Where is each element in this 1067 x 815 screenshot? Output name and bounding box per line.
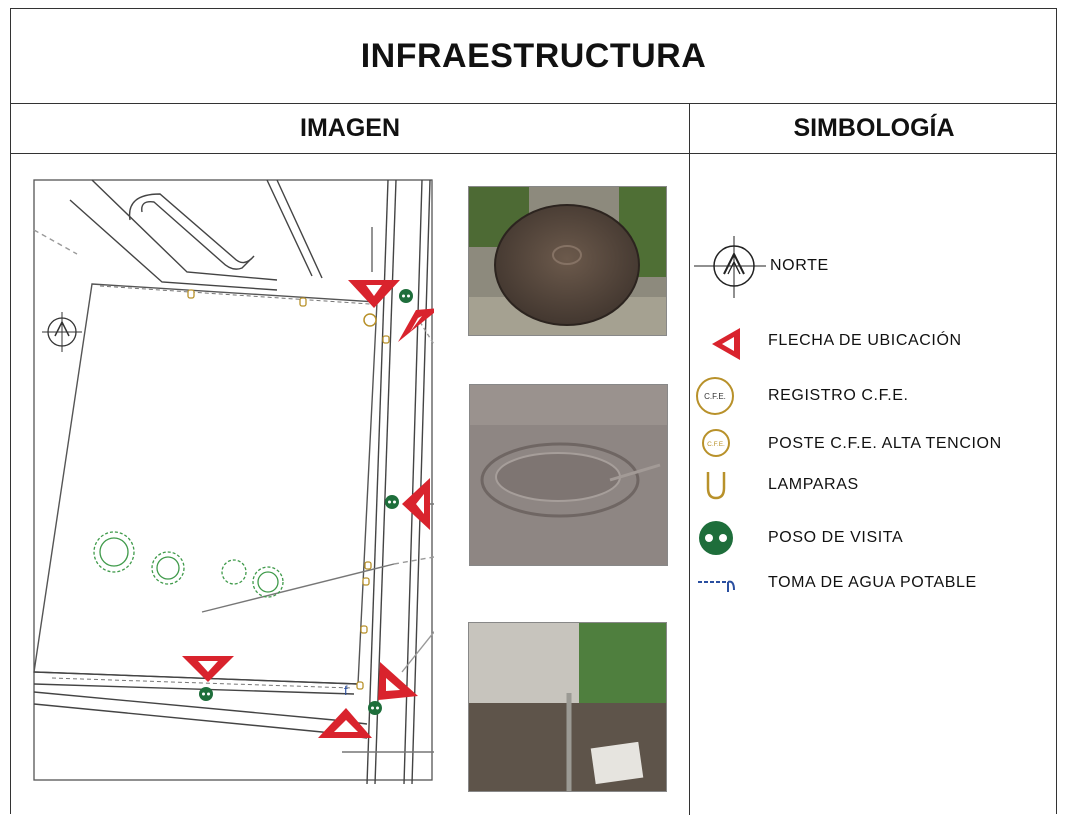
photo-water-tap-image xyxy=(469,623,666,791)
water-tap-icon: f xyxy=(344,683,348,698)
infrastructure-sheet: INFRAESTRUCTURA IMAGEN SIMBOLOGÍA xyxy=(10,8,1057,815)
column-header-row: IMAGEN SIMBOLOGÍA xyxy=(11,103,1056,154)
cfe-pole-icon-text: C.F.E. xyxy=(707,441,725,448)
electric-line-south xyxy=(51,677,353,689)
manhole-icon xyxy=(699,521,733,555)
manhole-icon xyxy=(399,289,413,303)
image-column-header: IMAGEN xyxy=(300,113,400,142)
site-plan: f xyxy=(22,172,483,785)
column-divider xyxy=(689,103,690,815)
trees xyxy=(93,531,284,598)
tree-icon-inner xyxy=(257,571,279,593)
tree-icon xyxy=(151,551,185,585)
tree-icon xyxy=(93,531,135,573)
lamp-icon xyxy=(706,472,726,500)
photo-street-manhole xyxy=(469,384,668,566)
plan-north-arrow-icon xyxy=(42,312,82,352)
tree-icon-inner xyxy=(156,556,180,580)
cfe-pole-icon xyxy=(363,313,377,327)
legend-item-water-tap: TOMA DE AGUA POTABLE xyxy=(690,568,1060,608)
photo-street-manhole-image xyxy=(470,385,667,565)
cfe-pole-icon: C.F.E. xyxy=(702,429,730,457)
location-arrow-icon xyxy=(348,280,400,308)
tree-icon xyxy=(221,559,247,585)
lamp-icon xyxy=(364,561,372,570)
manhole-icon xyxy=(199,687,213,701)
lamp-icon xyxy=(362,577,370,586)
location-arrow-icon xyxy=(398,308,440,342)
location-arrow-icon xyxy=(402,478,430,530)
location-arrows xyxy=(182,280,440,738)
photo-water-tap xyxy=(468,622,667,792)
lamp-icon xyxy=(356,681,364,690)
location-arrow-icon xyxy=(712,328,740,360)
location-arrow-icon xyxy=(318,708,372,738)
manholes xyxy=(199,289,413,715)
lamp-icon xyxy=(299,297,307,307)
lamp-icon xyxy=(360,625,368,634)
legend-item-cfe-pole: C.F.E. POSTE C.F.E. ALTA TENCION xyxy=(690,426,1060,466)
site-plan-drawing: f xyxy=(33,179,483,785)
manhole-icon xyxy=(385,495,399,509)
manhole-icon xyxy=(368,701,382,715)
legend-item-location-arrow: FLECHA DE UBICACIÓN xyxy=(690,320,1060,360)
legend: NORTE FLECHA DE UBICACIÓN C.F.E. REGISTR… xyxy=(690,230,1060,610)
title-row: INFRAESTRUCTURA xyxy=(11,9,1056,104)
lamp-icon xyxy=(382,335,390,344)
legend-label-water-tap: TOMA DE AGUA POTABLE xyxy=(768,574,977,591)
tree-icon-inner xyxy=(99,537,129,567)
legend-label-north: NORTE xyxy=(770,257,829,274)
legend-label-manhole: POSO DE VISITA xyxy=(768,529,904,546)
electric-line xyxy=(99,285,371,305)
north-arrow-icon xyxy=(694,236,766,298)
legend-label-location-arrow: FLECHA DE UBICACIÓN xyxy=(768,332,962,349)
photo-manhole-cover xyxy=(468,186,667,336)
legend-label-cfe-pole: POSTE C.F.E. ALTA TENCION xyxy=(768,435,1002,452)
cfe-registry-icon: C.F.E. xyxy=(696,377,734,415)
location-arrow-icon xyxy=(182,656,234,682)
legend-label-lamps: LAMPARAS xyxy=(768,476,859,493)
sheet-title: INFRAESTRUCTURA xyxy=(360,36,707,75)
legend-item-north: NORTE xyxy=(690,230,1060,298)
legend-item-lamps: LAMPARAS xyxy=(690,468,1060,508)
legend-label-cfe-registry: REGISTRO C.F.E. xyxy=(768,387,909,404)
tree-icon xyxy=(252,566,284,598)
photo-manhole-cover-image xyxy=(469,187,666,335)
lamp-icon xyxy=(187,289,195,299)
cfe-registry-icon-text: C.F.E. xyxy=(704,392,726,401)
water-tap-icon xyxy=(698,580,735,592)
legend-item-cfe-registry: C.F.E. REGISTRO C.F.E. xyxy=(690,376,1060,416)
legend-item-manhole: POSO DE VISITA xyxy=(690,520,1060,560)
symbols-column-header: SIMBOLOGÍA xyxy=(793,113,955,142)
location-arrow-icon xyxy=(378,662,418,700)
lamps xyxy=(187,289,390,690)
